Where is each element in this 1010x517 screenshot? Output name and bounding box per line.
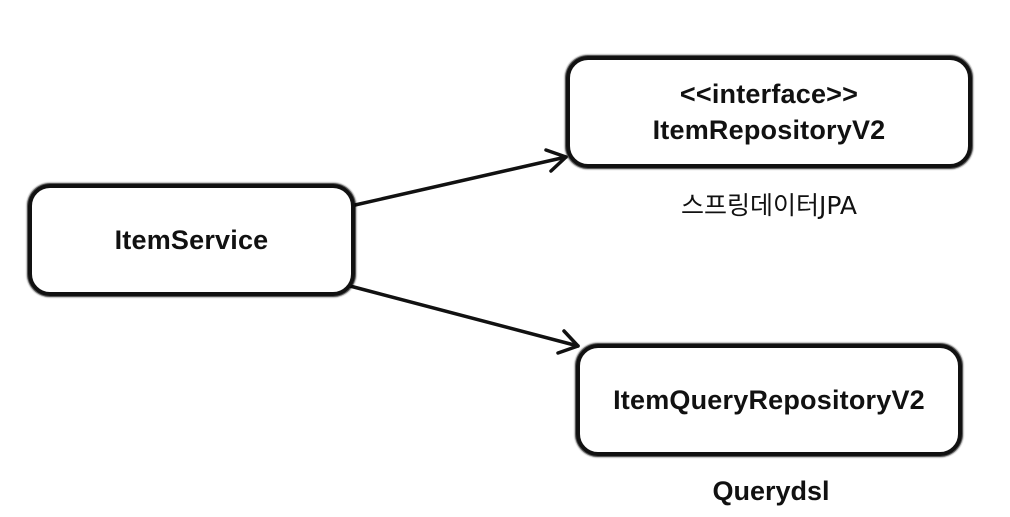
arrow-to-item-query-repository: [348, 284, 580, 355]
item-service-label: ItemService: [114, 225, 269, 255]
arrow-to-item-repository: [353, 148, 568, 207]
item-repository-node: <<interface>> ItemRepositoryV2: [566, 56, 972, 168]
spring-data-jpa-caption: 스프링데이터JPA: [681, 191, 857, 220]
querydsl-caption: Querydsl: [712, 476, 830, 506]
item-service-node: ItemService: [28, 184, 355, 296]
item-query-repository-label: ItemQueryRepositoryV2: [613, 385, 925, 415]
item-query-repository-node: ItemQueryRepositoryV2: [576, 344, 962, 456]
interface-stereotype: <<interface>>: [679, 79, 859, 109]
item-repository-label: ItemRepositoryV2: [652, 115, 886, 145]
